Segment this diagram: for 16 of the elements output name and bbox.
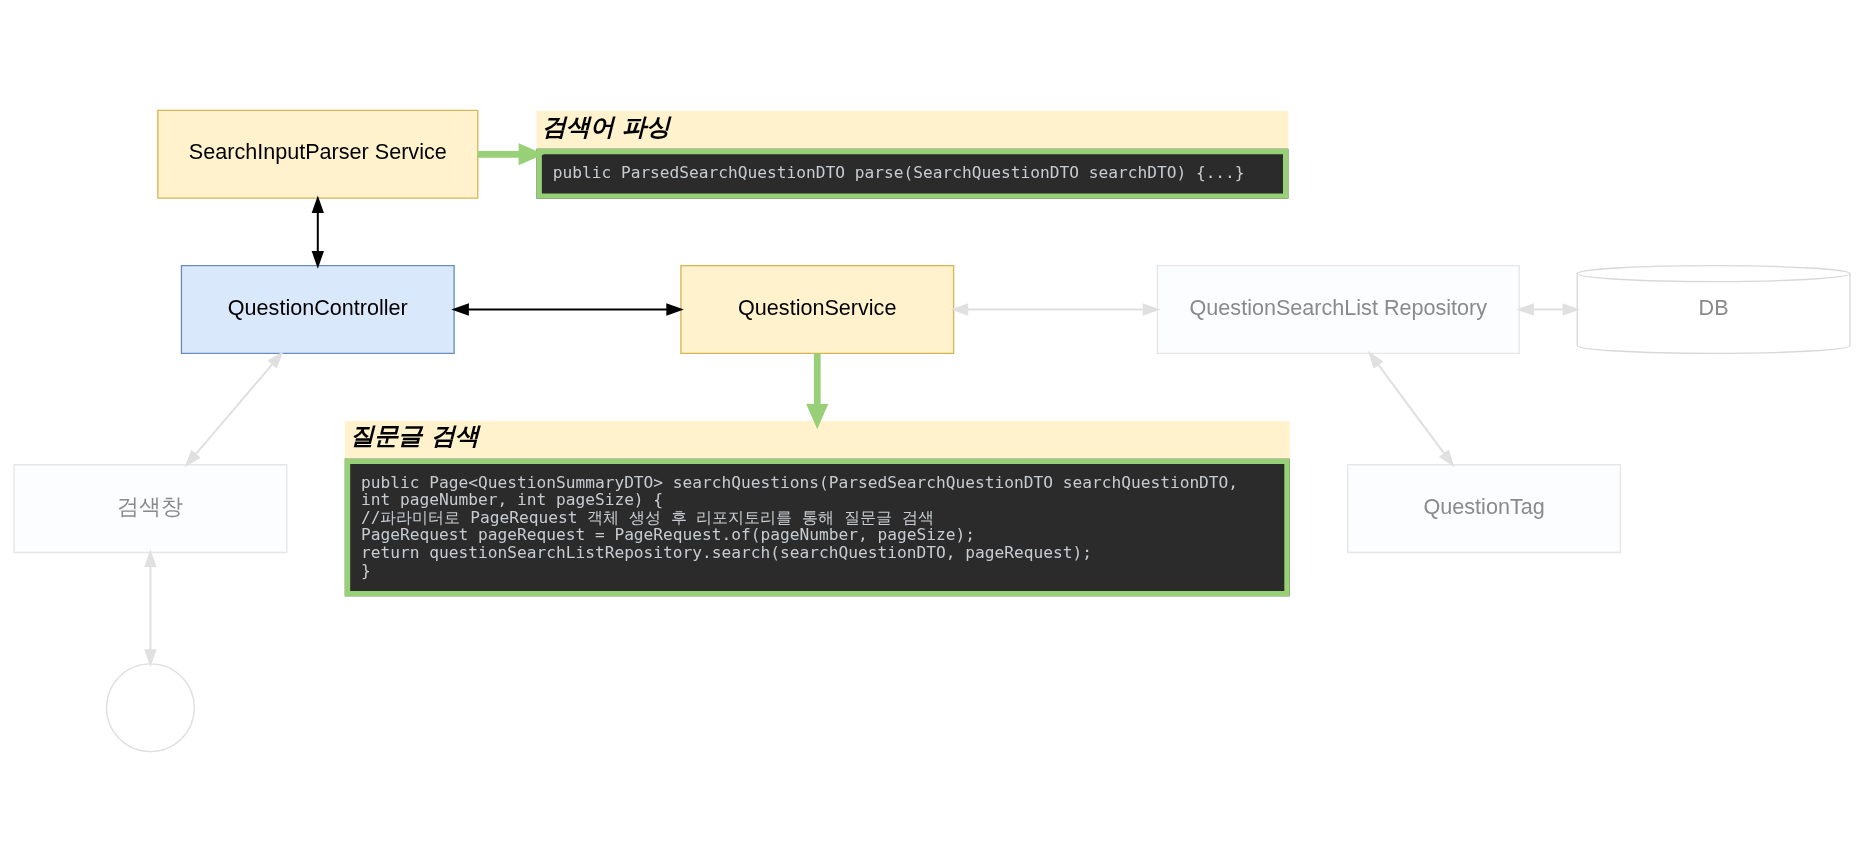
- node-box: SearchInputParser Service: [157, 109, 479, 199]
- node-box: QuestionSearchList Repository: [1156, 264, 1520, 355]
- arrow: [1368, 351, 1455, 468]
- arrow: [144, 549, 157, 667]
- arrow: [477, 143, 544, 166]
- node-box: QuestionService: [680, 264, 955, 355]
- node-box: QuestionController: [180, 264, 455, 355]
- node-box: QuestionTag: [1347, 464, 1622, 554]
- arrow: [806, 353, 829, 430]
- arrow: [311, 195, 324, 269]
- arrow: [184, 351, 284, 468]
- node-person: [105, 663, 195, 753]
- arrow: [950, 303, 1161, 316]
- arrow: [451, 303, 684, 316]
- arrow: [1516, 303, 1581, 316]
- node-box: 검색창: [13, 464, 288, 554]
